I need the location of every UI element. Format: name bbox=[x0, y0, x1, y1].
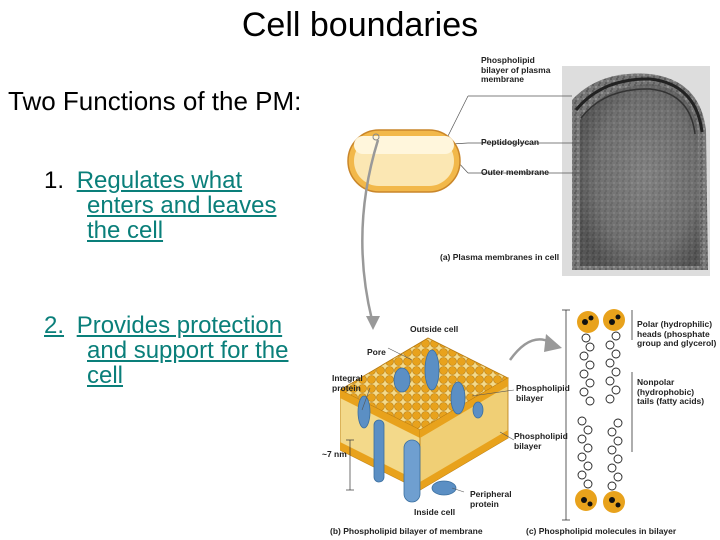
zoom-arrow bbox=[361, 139, 380, 321]
point-2-line-1[interactable]: Provides protection bbox=[76, 312, 283, 339]
label-pore: Pore bbox=[367, 347, 386, 357]
bilayer-block bbox=[340, 337, 515, 503]
label-nonpolar-tails: Nonpolar (hydrophobic) tails (fatty acid… bbox=[637, 377, 705, 406]
label-phospholipid-bilayer-plasma: Phospholipid bilayer of plasma membrane bbox=[481, 55, 551, 84]
label-integral-protein: Integral protein bbox=[332, 373, 363, 393]
label-outside-cell: Outside cell bbox=[410, 324, 459, 334]
label-outer-membrane: Outer membrane bbox=[481, 167, 550, 177]
point-2-number[interactable]: 2. bbox=[44, 312, 65, 339]
point-2-line-3[interactable]: cell bbox=[87, 362, 124, 389]
label-phospholipid-bilayer-b1: Phospholipid bilayer bbox=[516, 383, 570, 403]
label-inside-cell: Inside cell bbox=[414, 507, 456, 517]
point-1-line-1[interactable]: Regulates what bbox=[76, 167, 243, 194]
point-1: 1. Regulates what enters and leaves the … bbox=[44, 168, 276, 243]
label-phospholipid-bilayer-b2: Phospholipid bilayer bbox=[514, 431, 568, 451]
phospholipid-molecules bbox=[562, 309, 633, 521]
point-1-number: 1. bbox=[44, 167, 65, 194]
label-polar-heads: Polar (hydrophilic) heads (phosphate gro… bbox=[637, 319, 717, 348]
point-2: 2. Provides protection and support for t… bbox=[44, 313, 288, 388]
point-1-line-2[interactable]: enters and leaves bbox=[87, 192, 277, 219]
label-thickness: ~7 nm bbox=[322, 449, 347, 459]
point-2-line-2[interactable]: and support for the bbox=[87, 337, 289, 364]
caption-b: (b) Phospholipid bilayer of membrane bbox=[330, 526, 483, 536]
slide-subtitle: Two Functions of the PM: bbox=[8, 86, 302, 116]
caption-a: (a) Plasma membranes in cell bbox=[440, 252, 560, 262]
membrane-figure bbox=[340, 66, 710, 521]
point-1-line-3[interactable]: the cell bbox=[87, 217, 164, 244]
label-peptidoglycan: Peptidoglycan bbox=[481, 137, 540, 147]
caption-c: (c) Phospholipid molecules in bilayer bbox=[526, 526, 677, 536]
slide-title: Cell boundaries bbox=[241, 6, 479, 44]
label-peripheral-protein: Peripheral protein bbox=[470, 489, 512, 509]
